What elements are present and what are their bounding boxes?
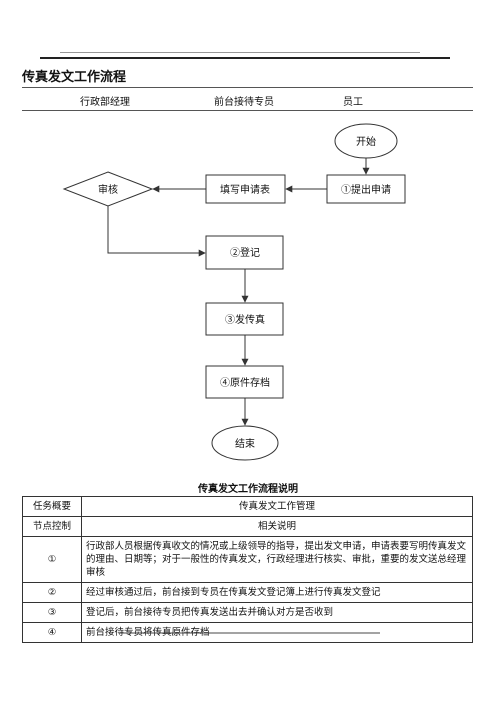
- row-node: ④: [22, 622, 82, 643]
- apply-label: ①提出申请: [341, 183, 391, 196]
- archive-label: ④原件存档: [220, 376, 270, 389]
- header-rule: [40, 57, 450, 59]
- arrow-review-register: [107, 206, 206, 257]
- row-node: ①: [22, 536, 82, 583]
- review-label: 审核: [98, 183, 118, 196]
- row-text: 行政部人员根据传真收文的情况或上级领导的指导，提出发文申请，申请表要写明传真发文…: [81, 536, 473, 583]
- footer-scribble: [120, 632, 380, 634]
- end-node: 结束: [211, 425, 279, 461]
- register-node: ②登记: [205, 235, 284, 270]
- fill-form-node: 填写申请表: [205, 174, 286, 204]
- table-row: ④ 前台接待专员将传真原件存档: [22, 622, 473, 643]
- lane-top-rule: [22, 87, 473, 88]
- description-table: 任务概要 传真发文工作管理 节点控制 相关说明 ① 行政部人员根据传真收文的情况…: [22, 496, 473, 643]
- flowchart: 开始 ①提出申请 填写申请表 审核 ②登记 ③发传真 ④原件存档: [62, 123, 406, 461]
- row-node: ②: [22, 582, 82, 603]
- archive-node: ④原件存档: [205, 365, 284, 399]
- apply-node: ①提出申请: [326, 174, 406, 204]
- send-fax-label: ③发传真: [225, 313, 265, 326]
- row-node: ③: [22, 602, 82, 623]
- lane-bottom-rule: [22, 110, 473, 111]
- end-label: 结束: [235, 437, 255, 450]
- send-fax-node: ③发传真: [205, 302, 284, 336]
- table-row: 节点控制 相关说明: [22, 516, 473, 537]
- node-label: 节点控制: [22, 516, 82, 537]
- start-node: 开始: [334, 123, 398, 159]
- review-node: 审核: [62, 171, 154, 207]
- table-row: ② 经过审核通过后，前台接到专员在传真发文登记簿上进行传真发文登记: [22, 582, 473, 603]
- row-text: 前台接待专员将传真原件存档: [81, 622, 473, 643]
- description-title: 传真发文工作流程说明: [198, 484, 298, 495]
- overview-label: 任务概要: [22, 496, 82, 517]
- overview-value: 传真发文工作管理: [81, 496, 473, 517]
- table-row: 任务概要 传真发文工作管理: [22, 496, 473, 517]
- node-value: 相关说明: [81, 516, 473, 537]
- table-row: ① 行政部人员根据传真收文的情况或上级领导的指导，提出发文申请，申请表要写明传真…: [22, 536, 473, 583]
- lane-header-reception: 前台接待专员: [214, 97, 274, 108]
- register-label: ②登记: [230, 246, 260, 259]
- row-text: 经过审核通过后，前台接到专员在传真发文登记簿上进行传真发文登记: [81, 582, 473, 603]
- lane-header-employee: 员工: [343, 97, 363, 108]
- start-label: 开始: [356, 135, 376, 148]
- page-title: 传真发文工作流程: [22, 70, 127, 85]
- fill-form-label: 填写申请表: [220, 183, 270, 196]
- table-row: ③ 登记后，前台接待专员把传真发送出去并确认对方是否收到: [22, 602, 473, 623]
- header-scribble: [60, 52, 420, 53]
- lane-header-manager: 行政部经理: [80, 97, 130, 108]
- row-text: 登记后，前台接待专员把传真发送出去并确认对方是否收到: [81, 602, 473, 623]
